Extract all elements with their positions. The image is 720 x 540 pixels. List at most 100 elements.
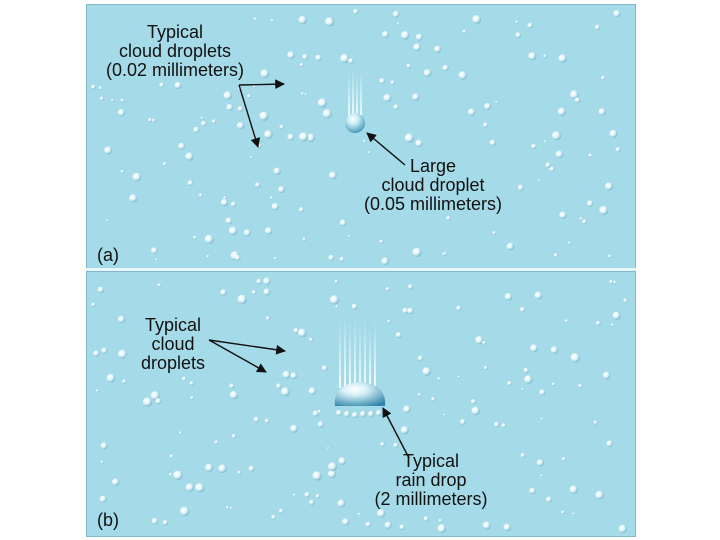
cloud-droplet xyxy=(223,196,227,200)
panel-b: Typical cloud droplets Typical rain drop… xyxy=(86,271,636,537)
cloud-droplet xyxy=(489,139,496,146)
cloud-droplet xyxy=(287,51,295,59)
cloud-droplet xyxy=(381,257,389,266)
cloud-droplet xyxy=(540,474,543,478)
cloud-droplet xyxy=(325,17,335,27)
cloud-droplet xyxy=(327,447,330,450)
cloud-droplet xyxy=(397,22,400,25)
cloud-droplet xyxy=(412,93,420,101)
cloud-droplet xyxy=(434,45,442,53)
cloud-droplet xyxy=(190,396,194,400)
typical-raindrop xyxy=(334,382,386,406)
cloud-droplet xyxy=(483,122,489,128)
arrow-to-droplet-2 xyxy=(238,84,261,148)
cloud-droplet xyxy=(174,81,182,89)
cloud-droplet xyxy=(443,413,446,417)
cloud-droplet xyxy=(351,303,358,310)
cloud-droplet xyxy=(442,64,449,72)
cloud-droplet xyxy=(615,147,621,153)
cloud-droplet xyxy=(270,18,274,22)
cloud-droplet xyxy=(150,391,160,401)
cloud-droplet xyxy=(431,397,436,402)
cloud-droplet xyxy=(564,319,569,323)
cloud-droplet xyxy=(415,139,423,148)
cloud-droplet xyxy=(417,355,424,362)
cloud-droplet xyxy=(538,179,541,182)
cloud-droplet xyxy=(338,457,347,465)
cloud-droplet xyxy=(304,492,310,498)
cloud-droplet xyxy=(515,20,519,24)
cloud-droplet xyxy=(339,256,345,262)
cloud-droplet xyxy=(578,383,583,388)
cloud-droplet xyxy=(91,84,96,90)
cloud-droplet xyxy=(482,340,486,345)
cloud-droplet xyxy=(132,172,142,182)
cloud-droplet xyxy=(93,350,100,357)
cloud-droplet xyxy=(517,184,524,191)
cloud-droplet xyxy=(200,120,207,127)
cloud-droplet xyxy=(529,487,536,495)
cloud-droplet xyxy=(195,483,205,493)
cloud-droplet xyxy=(462,29,467,34)
cloud-droplet xyxy=(472,15,482,24)
cloud-droplet xyxy=(226,104,234,111)
cloud-droplet xyxy=(387,319,391,323)
cloud-droplet xyxy=(335,305,339,309)
cloud-droplet xyxy=(546,496,552,503)
cloud-droplet xyxy=(417,393,422,397)
cloud-droplet xyxy=(317,98,328,108)
cloud-droplet xyxy=(545,162,551,168)
cloud-droplet xyxy=(315,54,322,62)
cloud-droplet xyxy=(271,514,277,520)
cloud-droplet xyxy=(276,383,282,389)
cloud-droplet xyxy=(106,373,116,383)
cloud-droplet xyxy=(367,151,371,154)
cloud-droplet xyxy=(298,15,307,25)
cloud-droplet xyxy=(457,375,461,379)
cloud-droplet xyxy=(263,288,271,296)
cloud-droplet xyxy=(299,132,309,142)
cloud-droplet xyxy=(437,524,447,534)
cloud-droplet xyxy=(226,506,229,509)
cloud-droplet xyxy=(393,442,399,448)
cloud-droplet xyxy=(243,229,251,237)
cloud-droplet xyxy=(112,478,120,486)
cloud-droplet xyxy=(606,440,613,447)
cloud-droplet xyxy=(484,103,492,110)
cloud-droplet xyxy=(185,483,195,492)
cloud-droplet xyxy=(403,405,411,414)
cloud-droplet xyxy=(97,286,105,293)
cloud-droplet xyxy=(322,109,332,119)
cloud-droplet xyxy=(339,219,347,227)
cloud-droplet xyxy=(423,69,432,77)
large-droplet-label: Large cloud droplet (0.05 millimeters) xyxy=(363,156,503,214)
cloud-droplet xyxy=(255,182,261,188)
cloud-droplet xyxy=(527,22,533,29)
cloud-droplet xyxy=(515,32,521,38)
cloud-droplet xyxy=(612,280,617,285)
cloud-droplet xyxy=(608,254,612,259)
cloud-droplet xyxy=(231,434,237,439)
cloud-droplet xyxy=(157,283,162,287)
cloud-droplet xyxy=(568,241,572,245)
cloud-droplet xyxy=(206,254,210,259)
cloud-droplet xyxy=(204,463,214,472)
cloud-droplet xyxy=(178,142,186,150)
large-cloud-droplet xyxy=(345,113,365,133)
cloud-droplet xyxy=(211,119,217,124)
cloud-droplet xyxy=(521,388,524,391)
cloud-droplet xyxy=(531,143,537,150)
cloud-droplet xyxy=(312,410,319,417)
cloud-droplet xyxy=(280,387,290,397)
cloud-droplet xyxy=(530,344,539,353)
cloud-droplet xyxy=(551,382,556,386)
cloud-droplet xyxy=(483,365,488,370)
cloud-droplet xyxy=(230,201,237,207)
cloud-droplet xyxy=(599,205,609,216)
panel-a-letter: (a) xyxy=(97,245,119,265)
cloud-droplet xyxy=(251,290,257,295)
cloud-droplet xyxy=(298,207,304,213)
cloud-droplet xyxy=(390,80,395,85)
cloud-droplet xyxy=(519,306,526,313)
cloud-droplet xyxy=(492,231,497,235)
